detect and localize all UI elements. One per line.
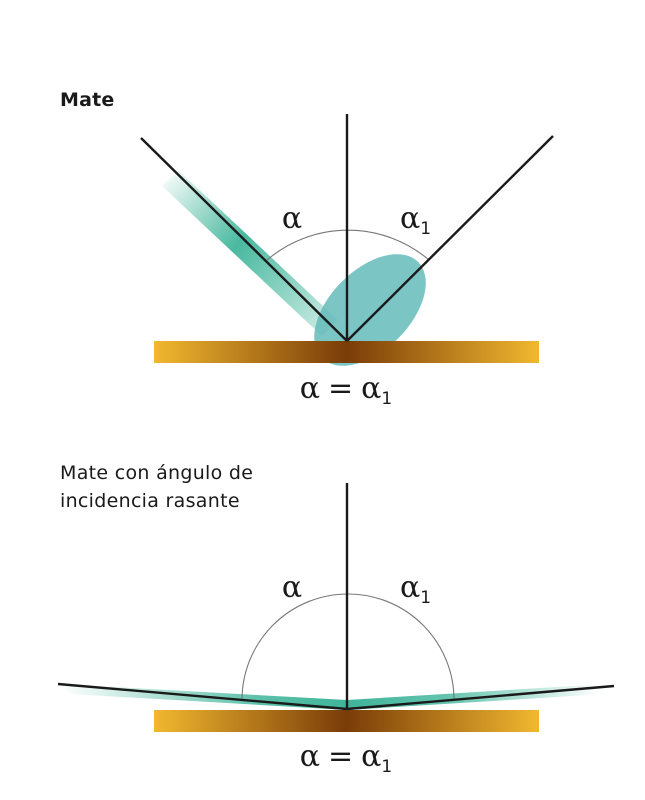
equation-lhs-grazing: α bbox=[300, 739, 320, 774]
incident-ray bbox=[140, 137, 348, 342]
equation-operator: = bbox=[328, 371, 353, 406]
reflected-ray-grazing bbox=[346, 684, 615, 711]
angle-equation: α=α1 bbox=[300, 371, 393, 409]
incident-angle-label-grazing: α bbox=[282, 570, 302, 605]
equation-lhs: α bbox=[300, 371, 320, 406]
reflecting-surface bbox=[154, 341, 539, 363]
reflected-angle-label: α1 bbox=[400, 201, 431, 239]
equation-rhs-base: α bbox=[361, 371, 381, 406]
equation-rhs-sub: 1 bbox=[381, 389, 392, 409]
diffuse-scatter-lobe bbox=[314, 254, 426, 366]
panel-grazing: α α1 α=α1 bbox=[57, 483, 615, 777]
equation-rhs-sub-grazing: 1 bbox=[381, 757, 392, 777]
reflected-angle-label-grazing: α1 bbox=[400, 570, 431, 608]
equation-rhs-base-grazing: α bbox=[361, 739, 381, 774]
reflected-angle-base: α bbox=[400, 201, 420, 236]
equation-operator-grazing: = bbox=[328, 739, 353, 774]
reflected-angle-sub-grazing: 1 bbox=[420, 588, 431, 608]
panel-matte: α α1 α=α1 bbox=[140, 114, 554, 409]
incident-beam-glow bbox=[162, 170, 338, 336]
reflected-angle-base-grazing: α bbox=[400, 570, 420, 605]
angle-equation-grazing: α=α1 bbox=[300, 739, 393, 777]
panel-title-matte: Mate bbox=[60, 89, 115, 111]
reflected-angle-sub: 1 bbox=[420, 219, 431, 239]
incident-angle-label: α bbox=[282, 201, 302, 236]
reflecting-surface-grazing bbox=[154, 710, 539, 732]
reflected-ray bbox=[346, 135, 554, 342]
incident-ray-grazing bbox=[57, 682, 348, 711]
panel-title-grazing: Mate con ángulo de incidencia rasante bbox=[60, 462, 254, 512]
